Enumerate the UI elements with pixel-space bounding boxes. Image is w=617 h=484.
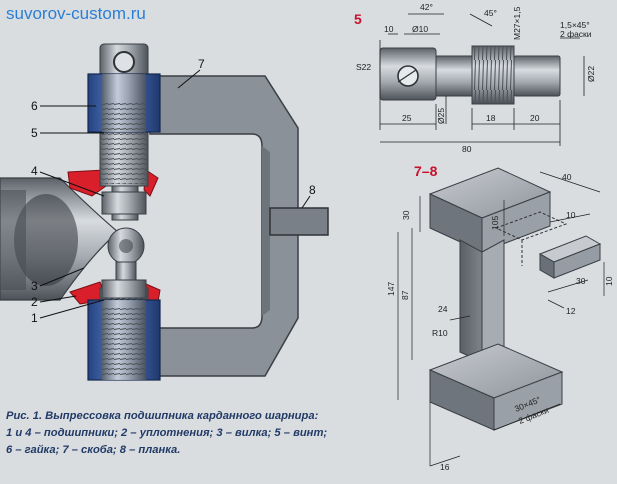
- callout-3: 3: [31, 279, 38, 293]
- dim-105: 105: [490, 216, 500, 230]
- assembly-leaders: [39, 69, 311, 319]
- watermark-site: suvorov-custom.ru: [6, 4, 146, 23]
- callout-2: 2: [31, 295, 38, 309]
- dim-16: 16: [440, 462, 450, 472]
- dim-30-top: 30: [401, 210, 411, 220]
- callout-5: 5: [31, 126, 38, 140]
- plate-8: [269, 207, 329, 236]
- callout-8: 8: [309, 183, 316, 197]
- dim-hole-d10: Ø10: [412, 24, 428, 34]
- dim-87: 87: [400, 290, 410, 300]
- bracket-dim-lines: [397, 171, 605, 467]
- yoke-shadow: [0, 190, 26, 290]
- callout-4: 4: [31, 164, 38, 178]
- dim-d25: Ø25: [436, 108, 446, 124]
- dim-42deg: 42°: [420, 2, 433, 12]
- screw-dim-lines: [379, 13, 585, 146]
- dim-chamfer: 1,5×45°: [560, 20, 590, 30]
- dim-thread: M27×1,5: [512, 6, 522, 40]
- assembly-illustration: 6 5 4 3 2 1 7 8: [0, 43, 329, 381]
- dim-45deg: 45°: [484, 8, 497, 18]
- dim-25: 25: [402, 113, 412, 123]
- dim-24: 24: [438, 304, 448, 314]
- dim-147: 147: [386, 282, 396, 296]
- bracket-drawing: 7–8: [386, 163, 614, 472]
- dim-s22: S22: [356, 62, 371, 72]
- dim-40: 40: [562, 172, 572, 182]
- dim-10-top: 10: [566, 210, 576, 220]
- bracket-drawing-label: 7–8: [414, 163, 438, 179]
- dim-12: 12: [566, 306, 576, 316]
- dim-80: 80: [462, 144, 472, 154]
- screw-drawing-label: 5: [354, 11, 362, 27]
- dim-r10: R10: [432, 328, 448, 338]
- dim-18: 18: [486, 113, 496, 123]
- dim-20: 20: [530, 113, 540, 123]
- yoke-bore: [14, 194, 78, 286]
- figure-caption: Рис. 1. Выпрессовка подшипника карданног…: [6, 408, 386, 459]
- caption-line-1: Рис. 1. Выпрессовка подшипника карданног…: [6, 410, 319, 422]
- dim-10: 10: [384, 24, 394, 34]
- dim-10-plate: 10: [604, 276, 614, 286]
- callout-1: 1: [31, 311, 38, 325]
- bearing-1: [101, 279, 147, 299]
- dim-30-plate: 30: [576, 276, 586, 286]
- callout-6: 6: [31, 99, 38, 113]
- dim-d22: Ø22: [586, 66, 596, 82]
- screw-drawing: 5 42° 45° 10 Ø: [354, 2, 596, 154]
- bearing-4: [101, 191, 147, 215]
- callout-7: 7: [198, 57, 205, 71]
- caption-line-3: 6 – гайка; 7 – скоба; 8 – планка.: [6, 444, 181, 456]
- dim-chamfer-note: 2 фаски: [560, 29, 592, 39]
- seal-2-upper: [67, 169, 107, 197]
- caption-line-2: 1 и 4 – подшипники; 2 – уплотнения; 3 – …: [6, 427, 328, 439]
- bracket-inner-shade: [262, 146, 270, 316]
